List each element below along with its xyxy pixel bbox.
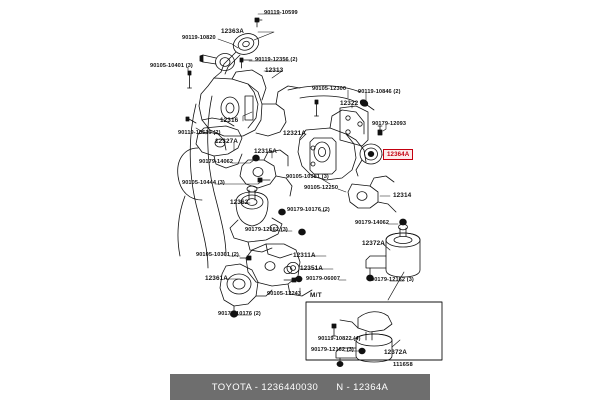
mt-inset-contents (331, 311, 393, 367)
callout-90179-14062-top: 90179-14062 (199, 159, 234, 165)
nut-90179-12162-left (298, 228, 306, 236)
callout-12321a: 12321A (283, 130, 306, 137)
bolt-90179-12093 (377, 125, 383, 136)
callout-90179-10176-bottom: 90179-10176 (2) (218, 311, 261, 317)
part-12321a-bracket (297, 109, 367, 181)
callout-12372a-inset: 12372A (384, 349, 407, 356)
callout-12364a-highlighted: 12364A (383, 149, 414, 161)
mt-transmission-label: M/T (310, 292, 322, 299)
callout-12372a-main: 12372A (362, 240, 385, 247)
callout-12311a: 12311A (293, 252, 316, 259)
callout-90179-06007: 90179-06007 (306, 276, 341, 282)
callout-90179-10176-top: 90179-10176 (2) (287, 207, 330, 213)
bolt-90119-10846 (359, 99, 375, 111)
part-12315a-bracket (239, 149, 293, 197)
callout-90179-12093: 90179-12093 (372, 121, 407, 127)
callout-90119-12356: 90119-12356 (2) (255, 57, 298, 63)
footer-part-bar: TOYOTA - 1236440030 N - 12364A (170, 374, 430, 400)
callout-90119-10820: 90119-10820 (182, 35, 216, 41)
callout-12313: 12313 (265, 67, 284, 74)
callout-12314: 12314 (393, 192, 412, 199)
nut-90179-06007 (295, 275, 303, 283)
nut-90179-14062-lower (399, 218, 407, 226)
leader-lines (187, 13, 405, 352)
callout-90119-10519: 90119-10519 (2) (178, 130, 221, 136)
engine-outline-curves (177, 85, 361, 269)
callout-90179-12162-left: 90179-12162 (3) (245, 227, 288, 233)
part-12313-bracket (198, 69, 301, 137)
callout-12363a: 12363A (221, 28, 244, 35)
callout-12361a: 12361A (205, 275, 228, 282)
callout-12362: 12362 (230, 199, 249, 206)
callout-12322: 12322 (340, 100, 359, 107)
bolt-90105-12300 (314, 99, 319, 117)
sheet-code: 111658 (393, 362, 413, 368)
callout-90105-10301: 90105-10301 (2) (196, 252, 239, 258)
callout-12351a: 12351A (300, 265, 323, 272)
callout-90179-12162-right: 90179-12162 (3) (371, 277, 414, 283)
callout-90119-10846: 90119-10846 (2) (358, 89, 401, 95)
callout-90105-12300: 90105-12300 (312, 86, 347, 92)
bolt-90119-12356 (239, 57, 253, 69)
part-12314-arm (347, 175, 397, 213)
bolt-90105-10401 (187, 70, 192, 89)
mt-inset-box (305, 301, 443, 361)
bolt-90119-10599 (254, 17, 263, 28)
part-12327a-bracket (195, 125, 243, 169)
nut-90179-14062-upper (252, 154, 260, 162)
callout-90105-10444: 90105-10444 (3) (182, 180, 225, 186)
part-12364a-bushing (355, 143, 383, 177)
callout-12315a: 12315A (254, 148, 277, 155)
callout-90105-10381: 90105-10381 (3) (286, 174, 329, 180)
bolt-90105-10301 (239, 255, 252, 261)
part-12361a-mount (219, 263, 273, 318)
callout-90119-10822: 90119-10822 (4) (318, 336, 361, 342)
footer-node-part: N - 12364A (336, 381, 389, 393)
callout-90119-10599: 90119-10599 (264, 10, 298, 16)
part-12351a-washer (286, 261, 300, 274)
bolt-90105-10444 (257, 177, 271, 183)
callout-12327a: 12327A (215, 138, 238, 145)
bolt-90119-10519 (185, 116, 197, 124)
callout-90179-14062-bottom: 90179-14062 (355, 220, 390, 226)
part-12372a-mount (365, 223, 421, 282)
part-12362-mount (229, 185, 283, 253)
part-90119-10820-bolt (199, 53, 235, 71)
nut-90179-10176 (278, 208, 286, 216)
bolt-90105-12243 (283, 277, 297, 283)
footer-brand-part: TOYOTA - 1236440030 (211, 381, 319, 393)
callout-90105-10401: 90105-10401 (3) (150, 63, 193, 69)
callout-90105-12243: 90105-12243 (267, 291, 302, 297)
callout-12316: 12316 (220, 117, 239, 124)
callout-90179-12162-inset: 90179-12162 (3) (311, 347, 354, 353)
callout-90105-12250: 90105-12250 (304, 185, 339, 191)
part-12322-plate (339, 105, 369, 147)
